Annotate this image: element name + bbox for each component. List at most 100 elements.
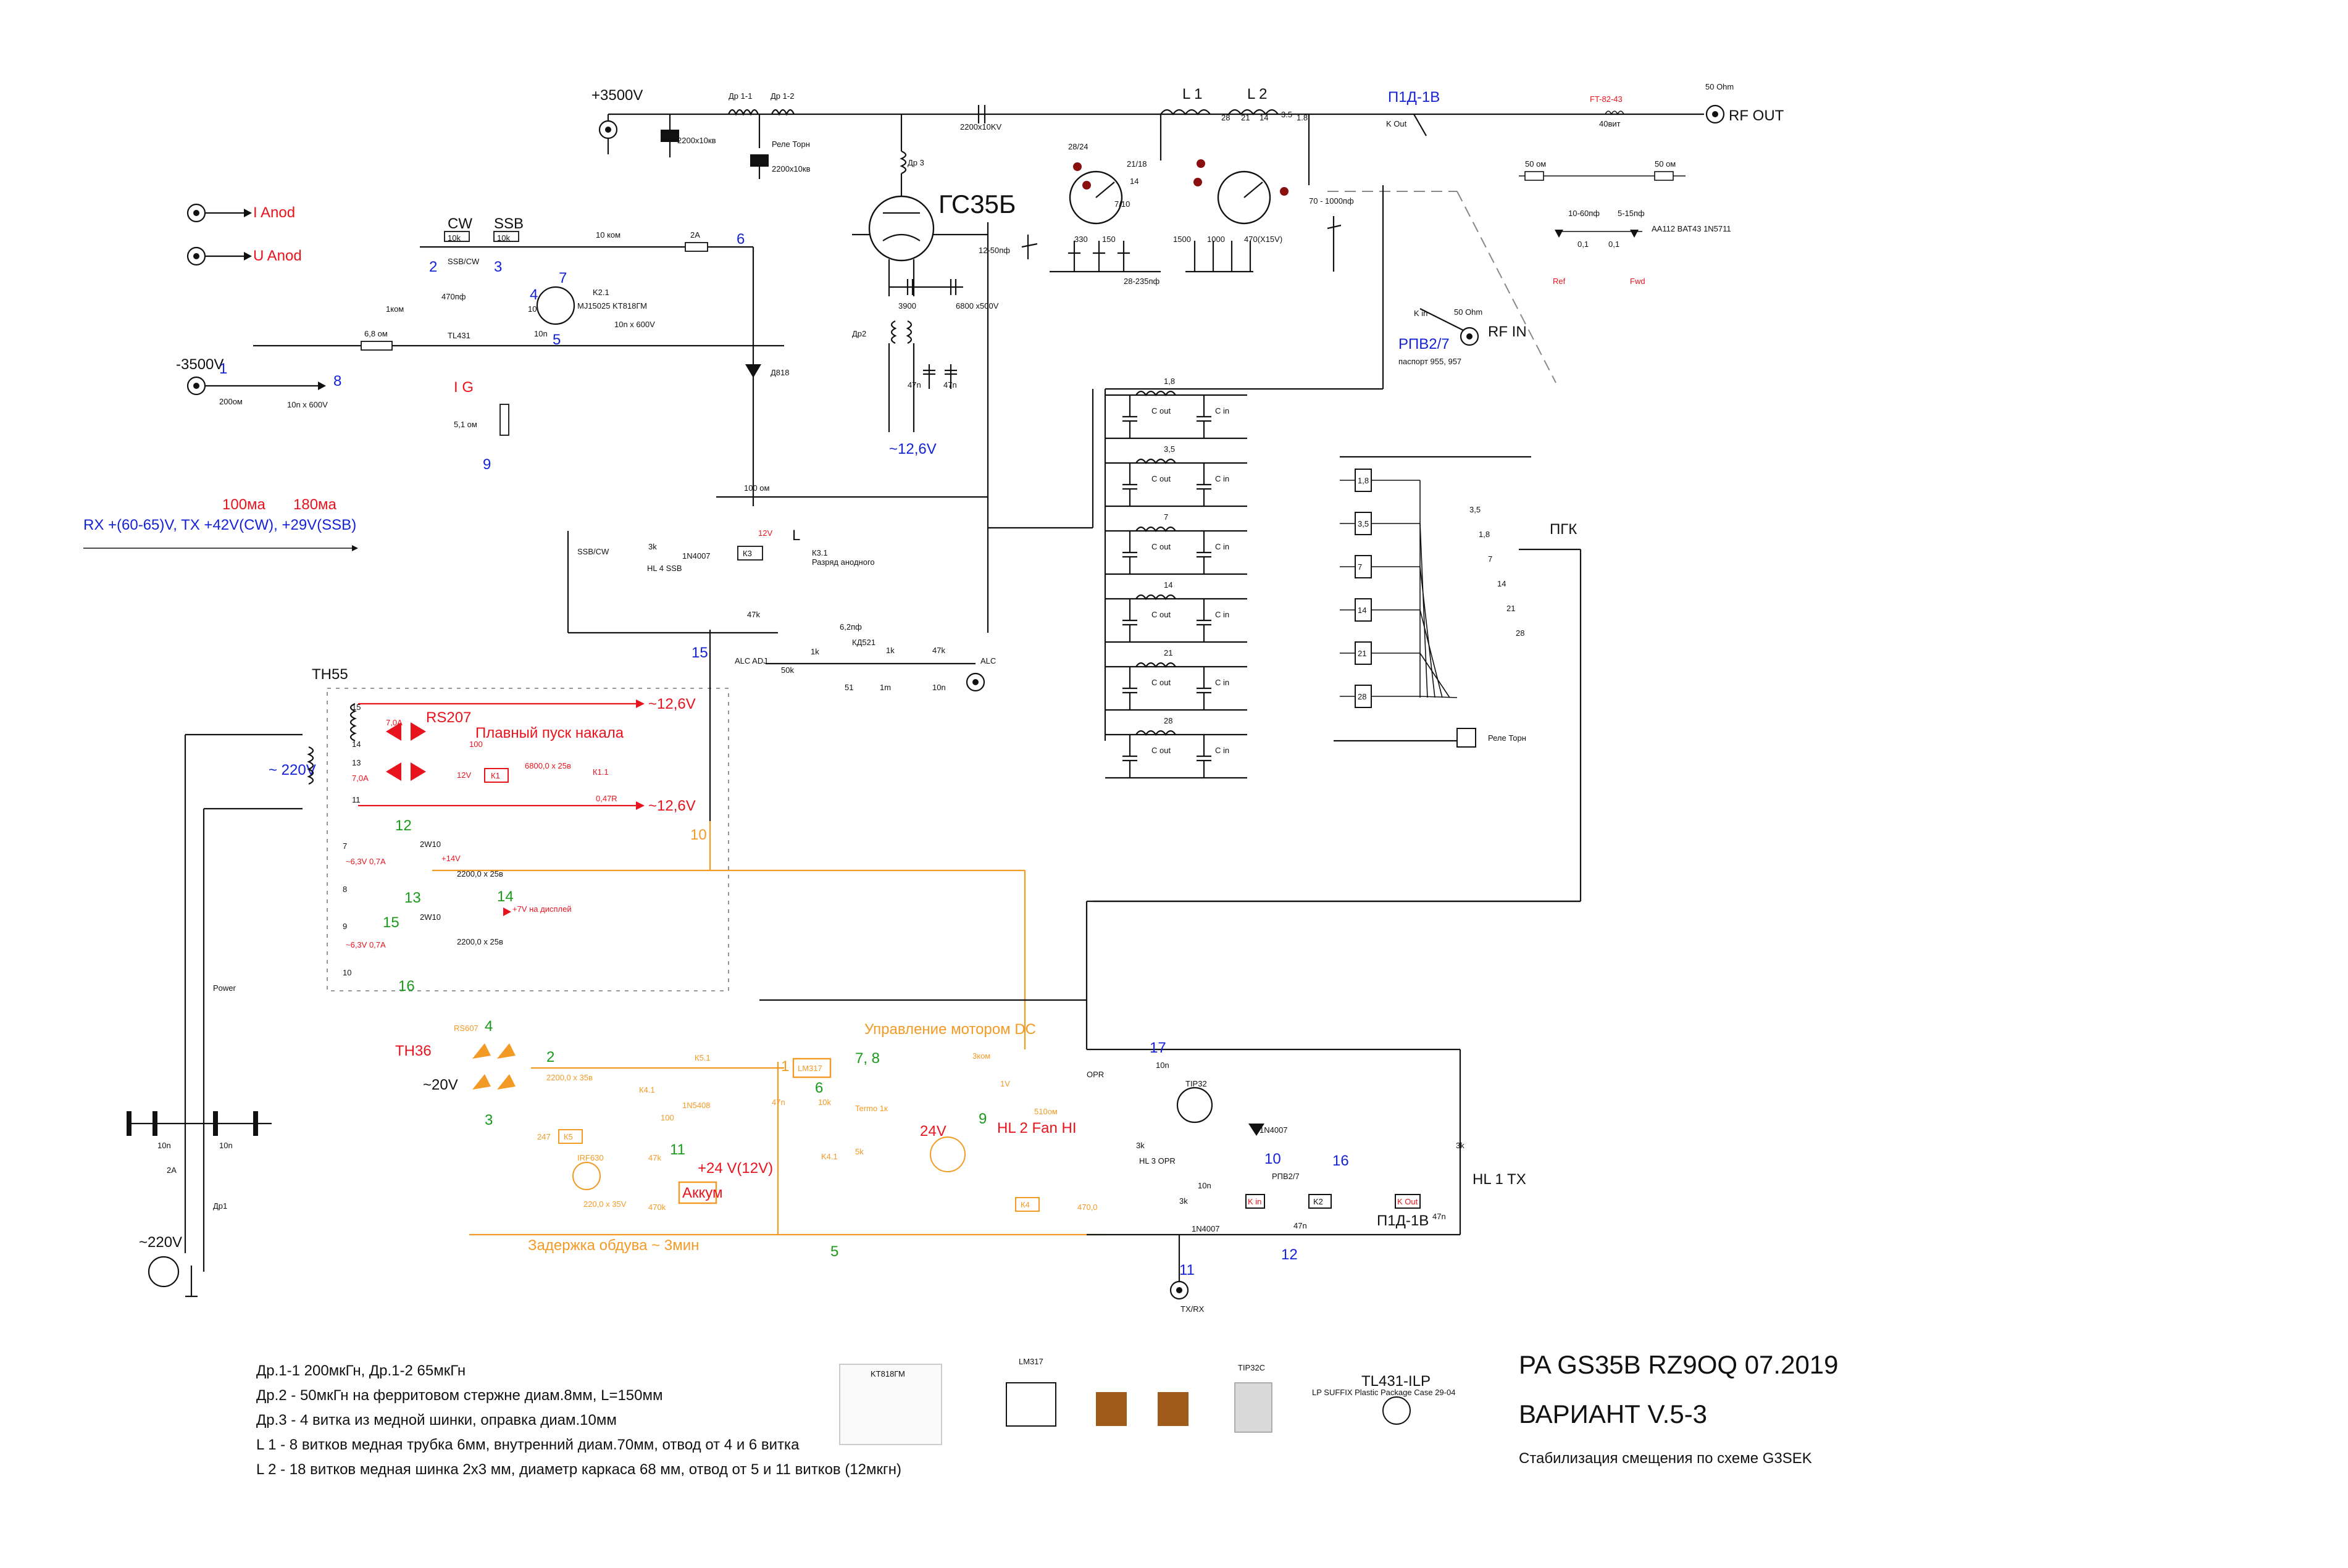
r50-a: 50 ом (1525, 159, 1546, 169)
ctrl-c47n: 47n (1293, 1221, 1307, 1230)
pgk-band-label: 14 (1358, 606, 1366, 615)
c5-15-label: 5-15пф (1618, 209, 1645, 218)
pasport-label: паспорт 955, 957 (1398, 357, 1461, 366)
meter-section: I Anod U Anod (186, 203, 302, 266)
choke-12-label: Др 1-2 (771, 91, 794, 101)
pgk-row: 14 (1340, 598, 1443, 698)
hv-cap1-label: 2200х10кв (677, 136, 716, 145)
ac-c10n-b: 10n (219, 1141, 233, 1150)
pgk-band-label: 3,5 (1358, 519, 1369, 528)
ac-plug[interactable] (148, 1256, 180, 1288)
cout-label: C out (1151, 678, 1171, 687)
diodes-label: AA112 BAT43 1N5711 (1652, 224, 1731, 233)
fan-delay-label: Задержка обдува ~ 3мин (528, 1237, 699, 1254)
rx-tx-line: RX +(60-65)V, TX +42V(CW), +29V(SSB) 100… (83, 496, 358, 551)
note-line: Др.3 - 4 витка из медной шинки, оправка … (256, 1412, 617, 1428)
pkg-kt818: KT818ГМ (871, 1369, 905, 1378)
r1kom-label: 1ком (386, 304, 404, 314)
pgk-switch-label: 21 (1506, 604, 1515, 613)
i-anod-label: I Anod (253, 204, 295, 221)
c1000-label: 1000 (1207, 235, 1225, 244)
cout-label: C out (1151, 474, 1171, 483)
winding-13: 13 (352, 758, 361, 767)
alc-ssbcw: SSB/CW (577, 547, 609, 556)
ref-label: Ref (1553, 277, 1566, 286)
psu-th36: TH36 ~20V RS607 2 3 4 2200,0 x 35в К5.1 … (395, 870, 1105, 1260)
ctrl-in4007: 1N4007 (1260, 1125, 1288, 1135)
tap-label: 28 (1221, 113, 1230, 122)
package-drawings: KT818ГМ LM317 TIP32C LP SUFFIX Plastic P… (839, 1357, 1455, 1445)
c10n600-label: 10n x 600V (614, 320, 655, 329)
ctrl-c10n-b: 10n (1198, 1181, 1211, 1190)
th36-v20: ~20V (423, 1077, 458, 1093)
tube-label: ГС35Б (938, 190, 1016, 219)
node-13: 13 (404, 890, 421, 906)
rs607-label: RS607 (454, 1024, 478, 1033)
rf-out-50ohm: 50 Ohm (1705, 82, 1734, 91)
ctrl-node-11: 11 (1179, 1262, 1195, 1278)
pgk-row: 28 (1340, 685, 1458, 708)
k-out-relay: K Out (1397, 1197, 1418, 1206)
c1500-label: 1500 (1173, 235, 1191, 244)
cin-label: C in (1215, 542, 1229, 551)
plus24v-label: +24 V(12V) (698, 1160, 773, 1177)
relay-torn-label: Реле Торн (772, 140, 810, 149)
hl2-label: HL 2 Fan HI (997, 1120, 1077, 1136)
rs207-label: RS207 (426, 709, 471, 726)
node-9: 9 (483, 456, 491, 473)
k-out-label: K Out (1386, 119, 1407, 128)
txrx-label: TX/RX (1180, 1304, 1205, 1314)
k4-relay: К4 (1021, 1200, 1030, 1209)
motor-r1v: 1V (1000, 1079, 1010, 1088)
soft-12v: 12V (457, 770, 471, 780)
node-1: 1 (219, 361, 227, 377)
pkg-lp: LP SUFFIX Plastic Package Case 29-04 (1312, 1388, 1455, 1397)
th36-node-11: 11 (670, 1141, 685, 1158)
th55-ac220: ~ 220V (269, 762, 316, 778)
choke-11-label: Др 1-1 (729, 91, 752, 101)
th36-r47k: 47k (648, 1153, 661, 1162)
winding-11: 11 (352, 795, 361, 804)
band-row-label: 3,5 (1164, 444, 1175, 454)
opr-r3k: 3k (1136, 1141, 1145, 1150)
ctrl-node-12: 12 (1281, 1246, 1298, 1263)
c2200-a: 2200,0 x 25в (457, 869, 503, 878)
node-16: 16 (398, 978, 415, 995)
ssbcw-label: SSB/CW (448, 257, 480, 266)
k-out-relay-label: П1Д-1В (1388, 89, 1440, 106)
tl431-label: TL431 (448, 331, 470, 340)
hv-cap2-label: 2200х10кв (772, 164, 811, 173)
band-row-label: 21 (1164, 648, 1172, 657)
node-5: 5 (553, 332, 561, 348)
note-line: L 2 - 18 витков медная шинка 2х3 мм, диа… (256, 1461, 901, 1478)
motor-node-9: 9 (979, 1111, 987, 1127)
ft-core-label: FT-82-43 (1590, 94, 1623, 104)
winding-15: 15 (352, 703, 361, 712)
rf-in-label: RF IN (1488, 323, 1527, 340)
alc-r1m: 1m (880, 683, 891, 692)
node-8: 8 (333, 373, 341, 390)
band-row-label: 28 (1164, 716, 1172, 725)
hv-section: +3500V 2200х10кв 2200х10кв Реле Торн Др … (591, 87, 1686, 457)
r10k-a-label: 10k (448, 233, 461, 243)
tap-label: 3.5 (1281, 110, 1292, 119)
cout-label: C out (1151, 542, 1171, 551)
power-switch-label: Power (213, 983, 236, 993)
psu-th55: TH55 ~ 220V 15 14 13 11 7,0A 7,0A RS207 … (184, 630, 1025, 1272)
filament-out-b: ~12,6V (648, 798, 696, 814)
rx-i180: 180ма (293, 496, 337, 513)
th36-c220: 220,0 x 35V (583, 1199, 627, 1209)
node-15: 15 (691, 644, 708, 661)
tank-cap-bank-right: 1500 1000 470(X15V) 70 - 1000пф (1173, 196, 1354, 273)
th36-label: TH36 (395, 1043, 432, 1059)
ctrl-p1d: П1Д-1В (1377, 1212, 1429, 1229)
alc-r47k: 47k (747, 610, 760, 619)
rpv-label: РПВ2/7 (1398, 336, 1450, 352)
ctrl-in4007b: 1N4007 (1192, 1224, 1220, 1233)
ctrl-node-10: 10 (1264, 1151, 1281, 1167)
r68-label: 6,8 ом (364, 329, 388, 338)
